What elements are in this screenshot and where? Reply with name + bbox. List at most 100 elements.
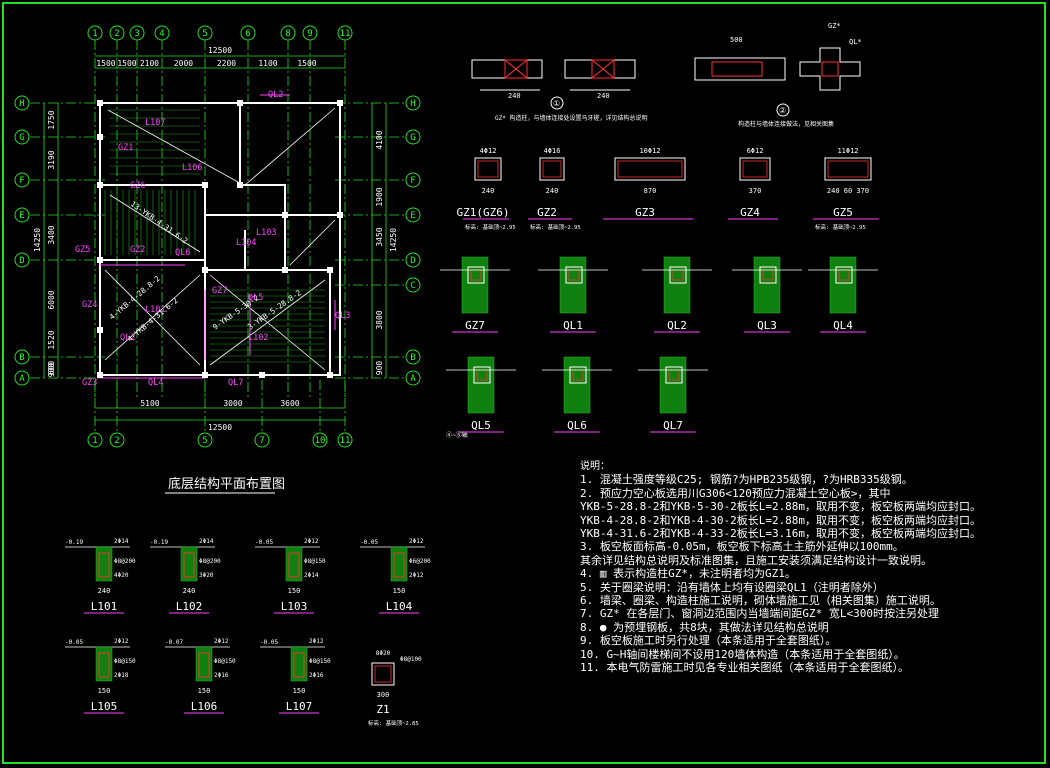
svg-text:F: F [410,176,415,186]
svg-text:D: D [19,256,24,266]
svg-text:G: G [410,133,415,143]
svg-text:2Φ14: 2Φ14 [199,538,214,545]
note-line: 9. 板空板施工时另行处理（本条适用于全套图纸）。 [580,634,837,648]
axis-bubble-bottom: 11 [337,432,353,448]
column-mark [97,182,103,188]
column-mark [97,134,103,140]
svg-text:7: 7 [259,436,264,446]
axis-bubble-top: 4 [154,25,170,41]
ql-section: QL4 [808,256,878,333]
note-line: 2. 预应力空心板选用川G306<120预应力混凝土空心板>，其中 [580,486,891,500]
column-mark [97,100,103,106]
axis-bubble-right: H [405,95,421,111]
label-ql: QL* [849,38,862,46]
dim-text: 1500 [117,59,136,68]
note-line: 5. 关于圈梁说明：沿有墙体上均有设圈梁QL1（注明者除外） [580,580,884,594]
dim-text: 2000 [174,59,193,68]
axis-bubble-left: E [14,207,30,223]
svg-text:④~⑤轴: ④~⑤轴 [446,431,468,439]
plan-member-label: GZ3 [82,378,97,388]
svg-text:GZ3: GZ3 [635,206,655,219]
column-mark [237,182,243,188]
axis-bubble-left: A [14,370,30,386]
svg-text:3: 3 [134,29,139,39]
svg-text:E: E [410,211,415,221]
dim-text: 500 [730,36,743,44]
svg-text:QL4: QL4 [833,319,853,332]
column-mark [337,100,343,106]
svg-text:Φ8@150: Φ8@150 [309,658,331,665]
svg-text:2Φ12: 2Φ12 [214,638,229,645]
column-mark [259,372,265,378]
svg-text:11Φ12: 11Φ12 [837,147,858,155]
axis-bubble-top: 2 [109,25,125,41]
axis-bubble-bottom: 10 [312,432,328,448]
plan-member-label: GZ1 [118,143,133,153]
svg-text:L106: L106 [191,700,218,713]
svg-text:1: 1 [92,29,97,39]
svg-text:H: H [410,99,415,109]
svg-text:5: 5 [202,29,207,39]
svg-text:-0.05: -0.05 [360,539,378,546]
axis-bubble-top: 9 [302,25,318,41]
note-line: 6. 墙梁、圈梁、构造柱施工说明，砌体墙施工见（相关图集）施工说明。 [580,594,941,608]
note-line: YKB-4-31.6-2和YKB-4-33-2板长L=3.16m，取用不变，板空… [580,527,982,541]
axis-bubble-bottom: 2 [109,432,125,448]
svg-text:GZ7: GZ7 [465,319,485,332]
note-line: YKB-5-28.8-2和YKB-5-30-2板长L=2.88m，取用不变，板空… [580,500,982,514]
section-note: 构造柱与墙体连接做法，见相关图集 [738,120,834,128]
svg-text:L107: L107 [286,700,313,713]
svg-text:-0.05: -0.05 [260,639,278,646]
axis-bubble-right: B [405,349,421,365]
svg-text:Φ8@200: Φ8@200 [114,558,136,565]
plan-member-label: GZ2 [130,245,145,255]
column-mark [337,212,343,218]
svg-text:L104: L104 [386,600,413,613]
note-line: 10. G~H轴间楼梯间不设用120墙体构造（本条适用于全套图纸）。 [580,647,905,661]
svg-text:150: 150 [293,687,306,695]
svg-text:6: 6 [245,29,250,39]
svg-text:Φ8@200: Φ8@200 [199,558,221,565]
svg-text:10: 10 [315,436,326,446]
section-number: ① [553,99,560,108]
dim-text: 1900 [375,187,384,206]
svg-text:240: 240 [482,187,495,195]
ql-section: QL1 [538,256,608,333]
svg-text:Z1: Z1 [376,703,389,716]
column-mark [237,100,243,106]
dim-text: 240 [508,92,521,100]
svg-text:标高: 基础顶~2.95: 标高: 基础顶~2.95 [815,223,866,231]
svg-text:QL1: QL1 [563,319,583,332]
svg-text:150: 150 [393,587,406,595]
svg-text:QL2: QL2 [667,319,687,332]
svg-text:-0.19: -0.19 [65,539,83,546]
svg-text:9: 9 [307,29,312,39]
dim-text: 240 [597,92,610,100]
plan-member-label: GZ4 [82,300,97,310]
dim-text: 1520 [47,330,56,349]
dim-text: 5100 [140,399,159,408]
column-mark [97,257,103,263]
svg-text:QL7: QL7 [663,419,683,432]
svg-text:1: 1 [92,436,97,446]
svg-text:5: 5 [202,436,207,446]
svg-text:11: 11 [340,29,351,39]
dim-text: 1100 [258,59,277,68]
plan-title: 底层结构平面布置图 [168,476,285,492]
svg-text:870: 870 [644,187,657,195]
section-note: GZ* 构造柱，与墙体连接处设置马牙槎，详见结构总说明 [495,114,647,122]
note-line: 3. 板空板面标高-0.05m，板空板下标高土主筋外延伸以100mm。 [580,540,904,554]
svg-text:L102: L102 [176,600,203,613]
ql-section: QL2 [642,256,712,333]
note-line: 7. GZ* 在各层门、窗洞边范围内当墙端间距GZ* 宽L<300时按注另处理 [580,607,939,621]
svg-text:L105: L105 [91,700,118,713]
plan-member-label: L103 [256,228,276,238]
svg-text:2: 2 [114,29,119,39]
svg-text:370: 370 [749,187,762,195]
